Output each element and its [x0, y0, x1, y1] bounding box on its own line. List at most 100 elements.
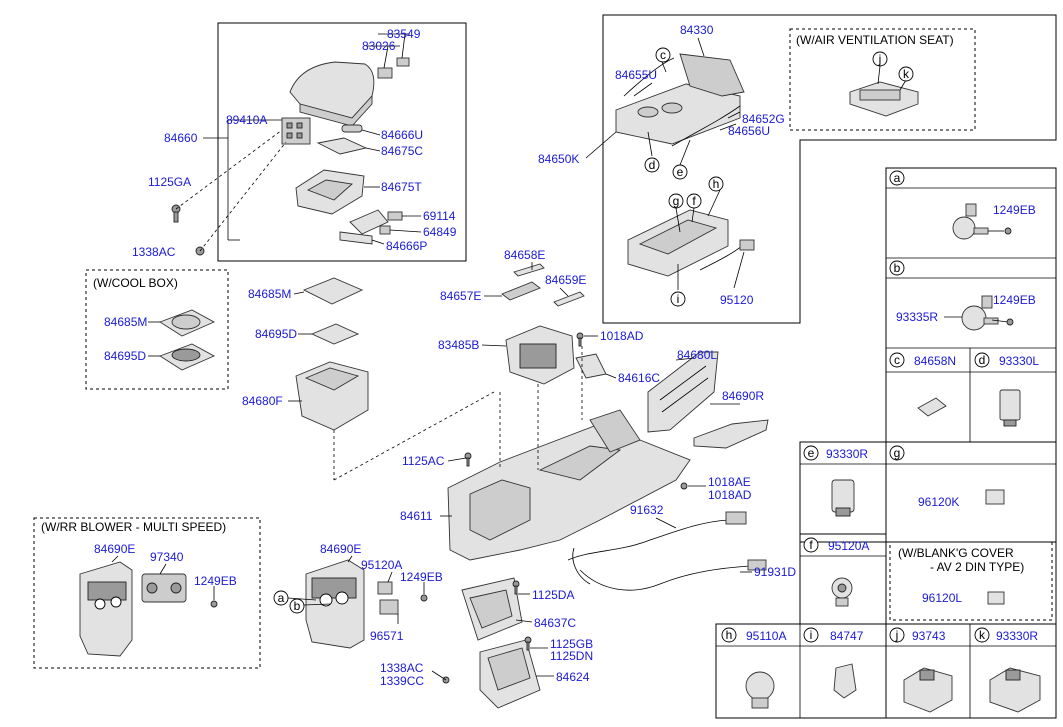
side-trim-rh-drawing — [693, 419, 769, 449]
label-1338AC-top: 1338AC — [132, 245, 176, 259]
blank-cover-title-1: (W/BLANK'G COVER — [898, 546, 1014, 560]
part-k-drawing — [989, 667, 1041, 713]
bracket-84637C-drawing — [461, 577, 523, 641]
b-leader — [991, 319, 1009, 323]
armrest-leaders — [175, 33, 422, 252]
callout-b-main: b — [289, 598, 305, 614]
cup-dash-2 — [333, 391, 495, 481]
wiring-harness-drawing — [567, 511, 767, 591]
label-84624: 84624 — [556, 670, 590, 684]
label-1125DN: 1125DN — [550, 649, 593, 663]
cool-box-title: (W/COOL BOX) — [93, 276, 178, 290]
label-95120A-main: 95120A — [361, 558, 402, 572]
label-84675T: 84675T — [381, 180, 422, 194]
table-callout-h: h — [721, 627, 737, 643]
mat-84695D-drawing — [310, 323, 360, 345]
svg-text:k: k — [903, 67, 910, 81]
svg-text:j: j — [895, 628, 899, 642]
svg-text:e: e — [808, 446, 815, 460]
part-b-drawing — [961, 295, 999, 331]
label-84695D: 84695D — [255, 327, 297, 341]
label-1018AD-top: 1018AD — [600, 329, 644, 343]
air-vent-title: (W/AIR VENTILATION SEAT) — [796, 33, 954, 47]
label-84680L: 84680L — [677, 348, 717, 362]
armrest-cover-drawing — [289, 61, 375, 127]
console-upper-frame — [602, 14, 1057, 324]
label-84655U: 84655U — [615, 68, 657, 82]
label-84658N: 84658N — [914, 354, 956, 368]
label-83549: 83549 — [387, 27, 421, 41]
rr-panel-drawing — [79, 561, 133, 657]
part-f-drawing — [831, 577, 853, 607]
label-1125GB: 1125GB — [550, 637, 593, 651]
callout-d: d — [644, 157, 660, 173]
vent-leader-j — [877, 65, 881, 85]
part-e-drawing — [831, 479, 855, 517]
table-callout-g: g — [889, 445, 905, 461]
part-i-drawing — [833, 663, 857, 699]
panel-switches-drawing — [377, 581, 428, 615]
label-84616C: 84616C — [618, 371, 660, 385]
svg-text:b: b — [894, 261, 901, 275]
label-84637C: 84637C — [534, 616, 576, 630]
part-d-drawing — [999, 389, 1021, 427]
storage-tray-drawing — [295, 169, 365, 215]
callout-i: i — [670, 291, 686, 307]
callout-e: e — [672, 164, 688, 180]
label-83485B: 83485B — [438, 338, 479, 352]
label-84656U: 84656U — [728, 124, 770, 138]
air-vent-frame — [789, 28, 976, 131]
label-96571: 96571 — [370, 629, 404, 643]
svg-text:b: b — [294, 599, 301, 613]
label-95110A: 95110A — [746, 629, 786, 643]
label-95120-top: 95120 — [720, 293, 754, 307]
rr-blower-title: (W/RR BLOWER - MULTI SPEED) — [41, 520, 226, 534]
svg-text:f: f — [809, 538, 813, 552]
bolt-drawing — [171, 204, 181, 223]
label-93330R-e: 93330R — [826, 447, 868, 461]
label-84747: 84747 — [830, 629, 864, 643]
label-84657E: 84657E — [440, 289, 481, 303]
label-91931D: 91931D — [754, 565, 796, 579]
label-84611: 84611 — [400, 509, 433, 523]
table-callout-b: b — [889, 260, 905, 276]
svg-text:h: h — [726, 628, 733, 642]
svg-text:f: f — [692, 194, 696, 208]
label-84695D-cb: 84695D — [104, 349, 146, 363]
label-1125DA: 1125DA — [532, 588, 574, 602]
label-84690E: 84690E — [320, 542, 361, 556]
svg-text:g: g — [673, 194, 680, 208]
label-84685M-cb: 84685M — [104, 315, 147, 329]
label-96120L: 96120L — [922, 591, 962, 605]
label-1018AE: 1018AE — [708, 475, 751, 489]
callout-g: g — [668, 193, 684, 209]
table-callout-f: f — [803, 537, 819, 553]
label-1339CC: 1339CC — [380, 674, 424, 688]
part-labels: 83549 83026 89410A 84660 84666U 84675C 1… — [94, 23, 1039, 688]
blank-cover-drawing — [987, 591, 1005, 605]
label-84660: 84660 — [164, 131, 198, 145]
svg-text:j: j — [878, 52, 882, 66]
label-93330R-k: 93330R — [996, 629, 1038, 643]
table-callout-k: k — [974, 627, 990, 643]
panel-leaders — [287, 555, 425, 624]
upper-frame-drawing — [627, 209, 755, 277]
cool-box-ring-drawing — [158, 309, 216, 371]
label-84690R: 84690R — [722, 389, 764, 403]
label-1125AC: 1125AC — [402, 454, 445, 468]
svg-text:c: c — [660, 48, 666, 62]
label-1249EB-rr: 1249EB — [194, 574, 237, 588]
label-84659E: 84659E — [545, 273, 586, 287]
part-j-drawing — [903, 667, 953, 713]
label-93335R: 93335R — [896, 310, 938, 324]
table-callout-e: e — [803, 445, 819, 461]
lock-latch-drawing — [377, 57, 410, 79]
svg-text:e: e — [677, 165, 684, 179]
part-g-drawing — [985, 489, 1005, 505]
svg-text:d: d — [649, 158, 656, 172]
label-1249EB-main: 1249EB — [400, 570, 443, 584]
vent-leader-k — [899, 79, 907, 91]
bracket-leaders — [431, 593, 554, 681]
label-84690E-rr: 84690E — [94, 542, 135, 556]
armrest-frame — [217, 22, 467, 262]
